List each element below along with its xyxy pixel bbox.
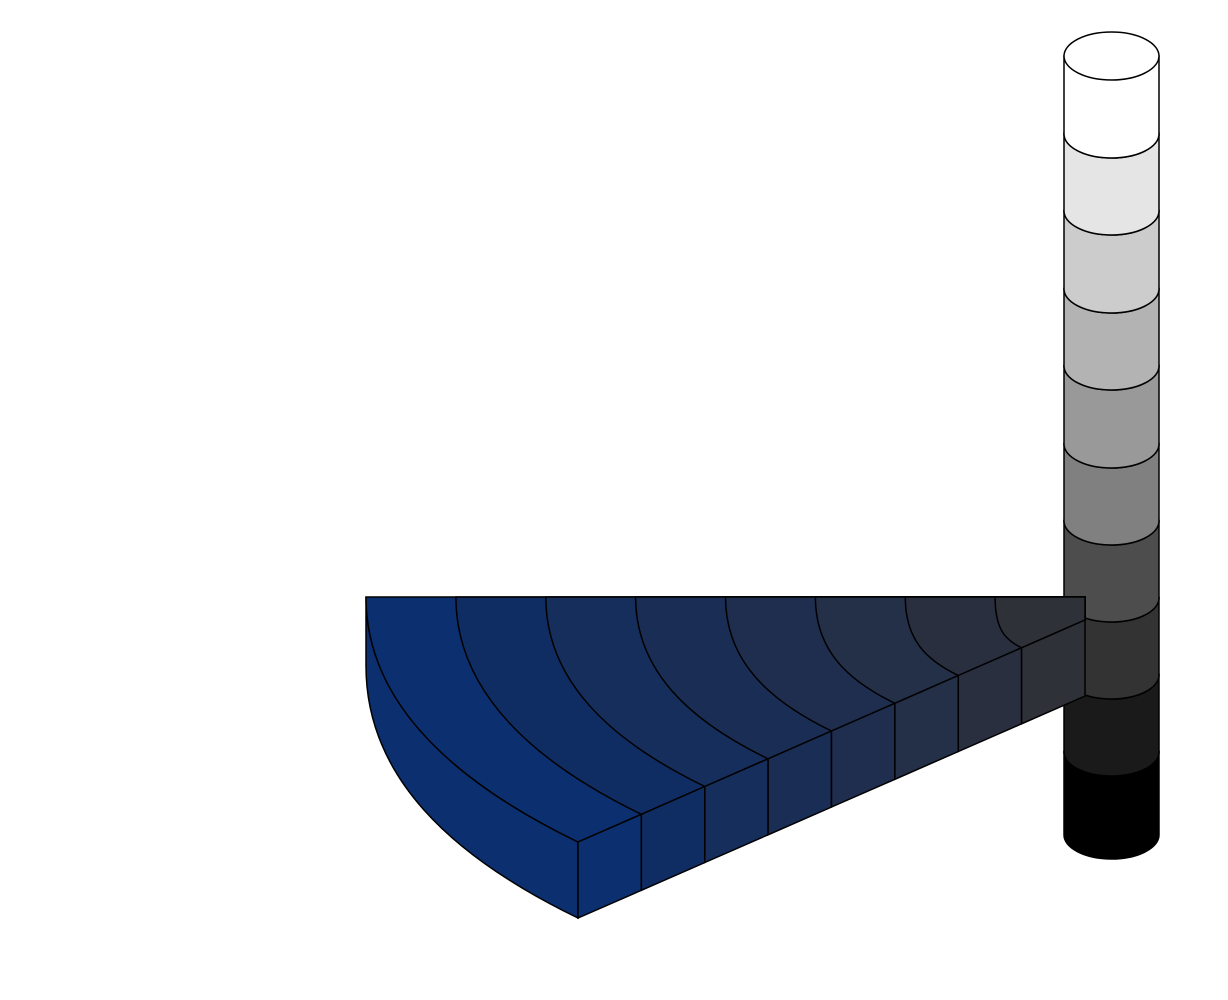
cylinder-segment — [1063, 288, 1160, 391]
stacked-cylinder — [1063, 31, 1160, 860]
cylinder-segment-top — [1063, 31, 1160, 81]
cylinder-segment — [1063, 751, 1160, 860]
cylinder-segment — [1063, 443, 1160, 546]
cylinder-segment — [1063, 674, 1160, 777]
wedge-ring-side — [1020, 618, 1086, 725]
cylinder-segment — [1063, 365, 1160, 469]
cylinder-segment — [1063, 133, 1160, 236]
cylinder-segment — [1063, 210, 1160, 314]
quarter-disk-wedge — [365, 596, 1086, 920]
cylinder-segment — [1063, 55, 1160, 159]
